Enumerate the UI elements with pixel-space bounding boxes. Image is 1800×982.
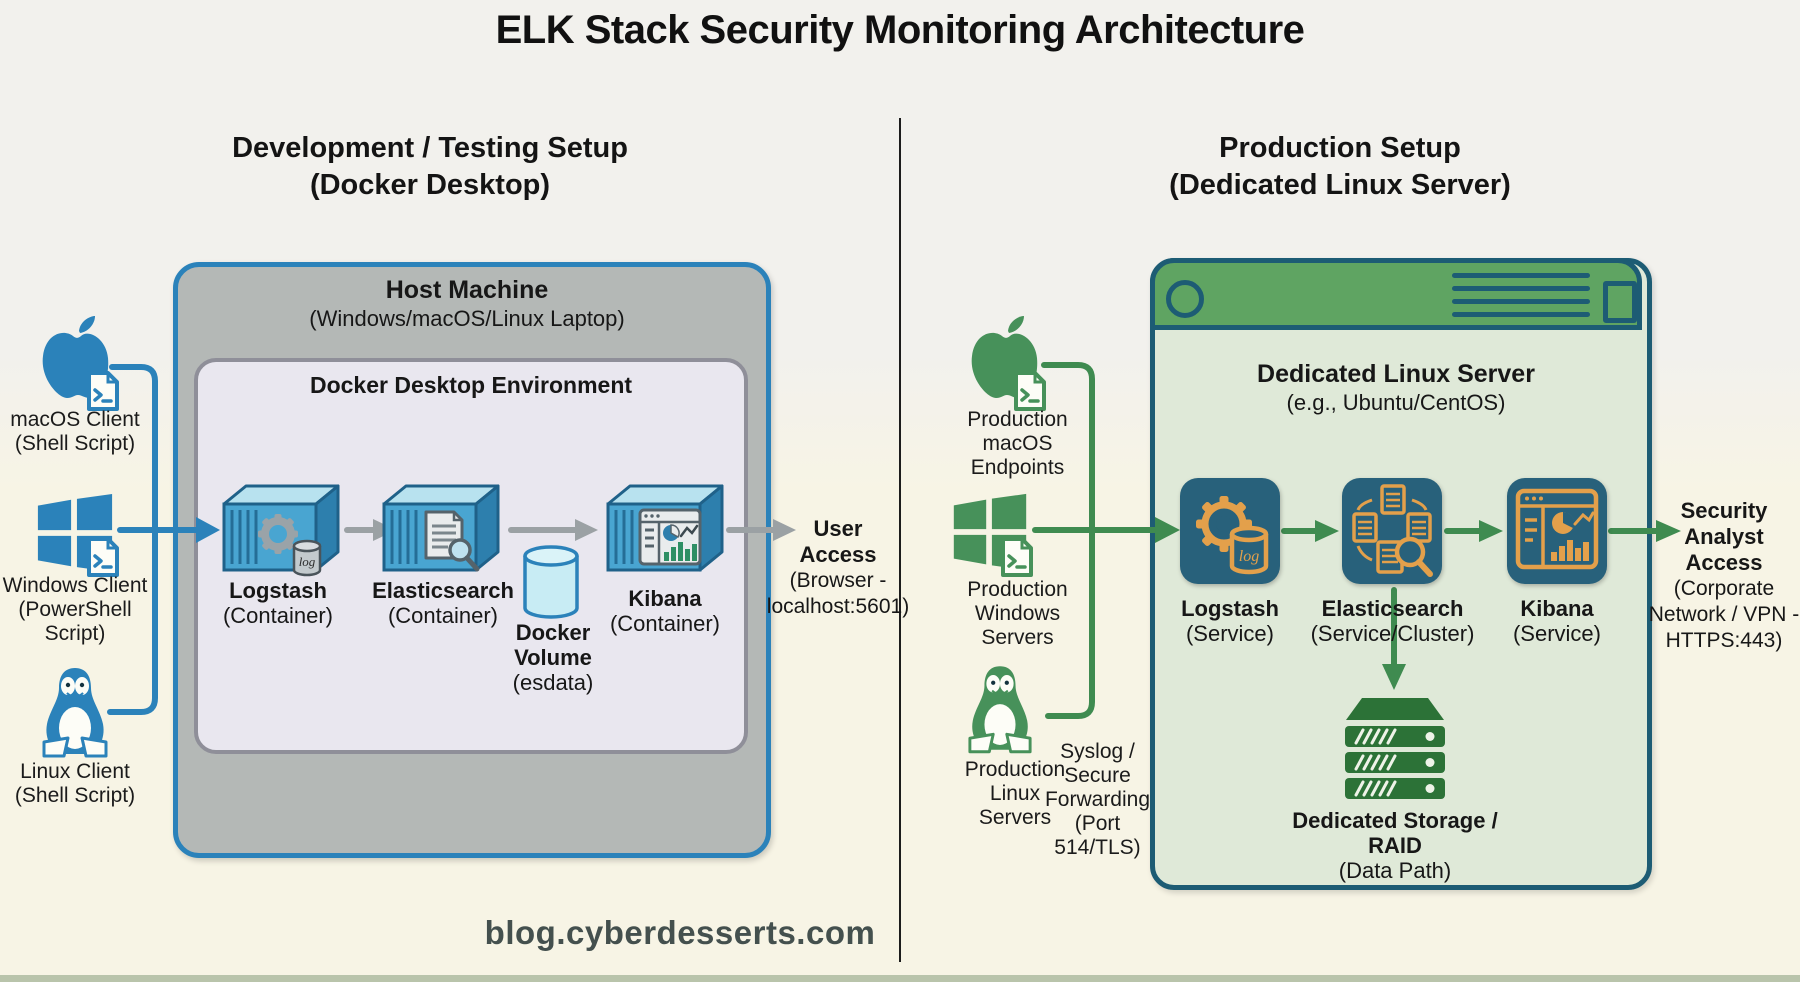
log-cylinder-icon: log <box>292 539 322 577</box>
linux-tux-icon <box>42 668 108 758</box>
elasticsearch-container-label: Elasticsearch (Container) <box>372 578 514 628</box>
titlebar-square-icon <box>1603 281 1637 323</box>
prod-client-windows-label: Production Windows Servers <box>967 578 1068 649</box>
shell-script-icon <box>87 371 119 411</box>
dev-section-header: Development / Testing Setup (Docker Desk… <box>180 130 680 204</box>
shell-script-icon <box>1001 537 1033 577</box>
page-title: ELK Stack Security Monitoring Architectu… <box>495 8 1305 52</box>
prod-header-line1: Production Setup <box>1219 132 1461 164</box>
dev-client-windows-label: Windows Client (PowerShell Script) <box>2 574 148 645</box>
dev-header-line1: Development / Testing Setup <box>232 132 628 164</box>
host-machine-subtitle: (Windows/macOS/Linux Laptop) <box>309 306 625 331</box>
center-divider <box>899 118 901 962</box>
host-machine-title: Host Machine <box>385 276 549 304</box>
dev-header-line2: (Docker Desktop) <box>309 169 551 201</box>
docker-volume-icon <box>523 545 579 619</box>
linux-server-subtitle: (e.g., Ubuntu/CentOS) <box>1286 390 1506 415</box>
logstash-service-icon: log <box>1196 496 1269 575</box>
kibana-service-icon <box>1515 488 1599 570</box>
shell-script-icon <box>1014 371 1046 411</box>
kibana-container-label: Kibana (Container) <box>609 586 721 636</box>
log-cylinder-icon: log <box>1229 525 1269 575</box>
linux-tux-icon <box>968 666 1032 754</box>
magnifier-icon <box>448 538 480 572</box>
docker-volume-label: Docker Volume (esdata) <box>512 620 594 695</box>
dev-client-linux-label: Linux Client (Shell Script) <box>14 760 136 807</box>
prod-client-macos-label: Production macOS Endpoints <box>967 408 1068 479</box>
prod-header-line2: (Dedicated Linux Server) <box>1169 169 1511 201</box>
logstash-container-label: Logstash (Container) <box>222 578 334 628</box>
shell-script-icon <box>87 537 119 577</box>
user-access-label: User Access (Browser - localhost:5601) <box>766 516 910 618</box>
analyst-access-label: Security Analyst Access (Corporate Netwo… <box>1648 498 1800 652</box>
elasticsearch-service-icon <box>1352 484 1433 577</box>
site-watermark: blog.cyberdesserts.com <box>484 914 876 951</box>
dashboard-icon <box>638 508 702 566</box>
raid-storage-label: Dedicated Storage / RAID (Data Path) <box>1292 808 1498 883</box>
kibana-service-label: Kibana (Service) <box>1512 596 1601 646</box>
titlebar-circle-icon <box>1166 280 1204 318</box>
kibana-container-icon <box>606 484 724 572</box>
bottom-strip <box>0 975 1800 982</box>
linux-server-titlebar <box>1150 258 1642 330</box>
dev-client-macos-label: macOS Client (Shell Script) <box>10 408 140 455</box>
elasticsearch-service-label: Elasticsearch (Service/Cluster) <box>1310 596 1475 646</box>
titlebar-menu-lines-icon <box>1452 273 1590 317</box>
gear-icon <box>258 514 298 554</box>
magnifier-icon <box>1394 536 1433 577</box>
elasticsearch-container-icon <box>382 484 500 572</box>
syslog-forwarding-label: Syslog / Secure Forwarding (Port 514/TLS… <box>1044 740 1151 859</box>
logstash-container-icon: log <box>222 484 340 577</box>
prod-section-header: Production Setup (Dedicated Linux Server… <box>1090 130 1590 204</box>
logstash-service-label: Logstash (Service) <box>1181 596 1279 646</box>
svg-text:log: log <box>299 554 316 569</box>
docker-desktop-title: Docker Desktop Environment <box>309 372 633 398</box>
svg-text:log: log <box>1239 548 1259 565</box>
linux-server-title: Dedicated Linux Server <box>1257 360 1535 388</box>
prod-client-linux-label: Production Linux Servers <box>964 758 1066 829</box>
raid-storage-icon <box>1345 698 1445 799</box>
